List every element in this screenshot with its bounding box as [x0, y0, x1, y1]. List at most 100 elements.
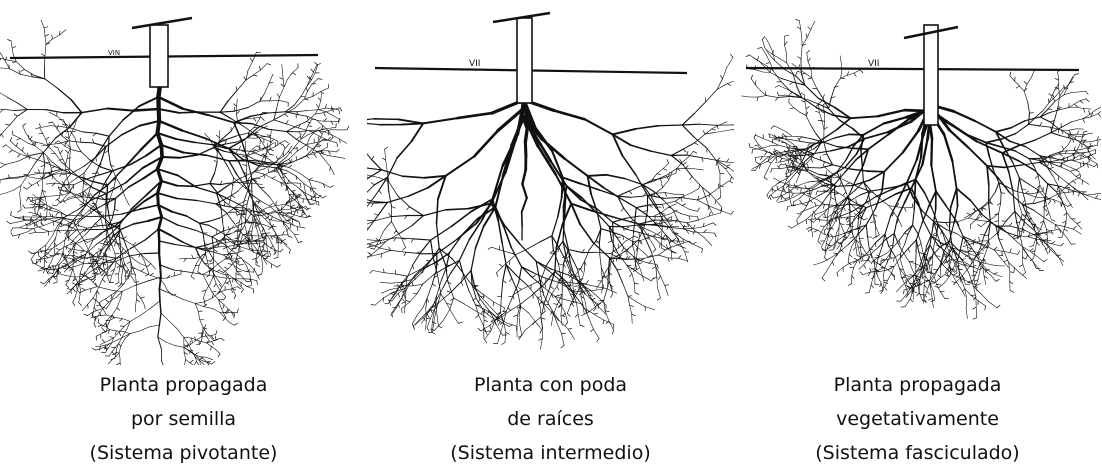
root-segment: [609, 257, 627, 260]
root-segment: [1051, 89, 1056, 97]
root-segment: [317, 135, 320, 141]
root-segment: [1047, 100, 1056, 110]
root-segment: [1082, 118, 1085, 123]
root-segment: [47, 218, 58, 223]
root-segment: [65, 257, 68, 263]
root-segment: [928, 255, 934, 258]
root-segment: [304, 125, 309, 134]
root-segment: [34, 145, 45, 154]
root-segment: [216, 240, 218, 245]
root-segment: [43, 27, 46, 37]
root-segment: [953, 205, 959, 225]
root-segment: [921, 275, 926, 279]
root-segment: [518, 330, 525, 341]
root-segment: [384, 146, 389, 150]
root-segment: [98, 311, 102, 316]
root-segment: [925, 255, 933, 266]
root-segment: [218, 299, 225, 306]
root-segment: [47, 269, 51, 273]
root-segment: [1079, 154, 1085, 158]
root-segment: [39, 127, 44, 134]
root-segment: [1074, 103, 1078, 107]
root-segment: [893, 232, 899, 245]
root-segment: [963, 264, 973, 268]
root-segment: [572, 301, 578, 303]
root-segment: [612, 254, 621, 259]
root-segment: [236, 257, 243, 260]
root-segment: [622, 235, 624, 241]
root-segment: [660, 275, 666, 286]
root-segment: [232, 241, 237, 244]
root-segment: [253, 178, 261, 180]
root-segment: [262, 236, 267, 240]
root-segment: [1003, 259, 1008, 263]
root-segment: [75, 172, 85, 179]
root-segment: [998, 238, 1003, 241]
root-segment: [1009, 248, 1012, 253]
root-segment: [128, 266, 133, 277]
root-segment: [878, 238, 887, 248]
root-segment: [28, 182, 33, 186]
root-segment: [556, 286, 560, 291]
root-segment: [372, 270, 385, 274]
root-segment: [603, 286, 609, 301]
root-segment: [55, 248, 61, 251]
root-segment: [188, 349, 194, 352]
root-segment: [254, 218, 257, 223]
root-segment: [368, 244, 372, 248]
root-segment: [530, 279, 542, 286]
root-segment: [638, 225, 646, 240]
root-segment: [194, 356, 197, 362]
root-segment: [277, 213, 283, 222]
root-segment: [675, 218, 678, 223]
root-segment: [34, 203, 41, 205]
root-segment: [131, 266, 136, 276]
root-segment: [126, 269, 129, 274]
root-segment: [497, 219, 503, 244]
root-segment: [156, 179, 163, 195]
root-segment: [1016, 229, 1019, 238]
root-segment: [641, 227, 648, 235]
root-segment: [397, 292, 401, 298]
root-segment: [720, 208, 723, 214]
root-segment: [111, 164, 131, 172]
root-segment: [184, 359, 187, 365]
root-segment: [207, 361, 212, 365]
root-segment: [88, 192, 91, 198]
root-segment: [371, 253, 382, 257]
root-segment: [425, 298, 428, 310]
root-segment: [282, 79, 285, 87]
root-segment: [273, 256, 279, 259]
root-segment: [217, 241, 229, 245]
root-segment: [386, 170, 390, 183]
root-segment: [551, 216, 559, 237]
root-segment: [692, 230, 696, 235]
root-segment: [985, 268, 994, 275]
root-segment: [662, 234, 666, 239]
root-segment: [409, 293, 418, 303]
root-segment: [4, 60, 10, 69]
root-segment: [497, 321, 501, 326]
root-segment: [276, 164, 290, 168]
root-segment: [243, 76, 247, 81]
root-segment: [616, 269, 624, 284]
root-segment: [634, 124, 660, 130]
root-segment: [552, 304, 558, 316]
root-segment: [1061, 129, 1064, 135]
root-segment: [298, 241, 303, 243]
root-segment: [29, 199, 36, 202]
root-segment: [523, 140, 528, 158]
root-segment: [67, 236, 74, 242]
root-segment: [496, 106, 526, 133]
root-segment: [157, 108, 180, 114]
root-segment: [532, 294, 534, 299]
root-segment: [103, 309, 107, 316]
root-segment: [573, 291, 578, 295]
root-segment: [239, 182, 246, 189]
root-segment: [923, 244, 931, 256]
root-segment: [159, 264, 175, 271]
ground-label: VII: [469, 59, 480, 69]
root-segment: [915, 263, 923, 267]
root-segment: [202, 274, 214, 277]
root-segment: [702, 130, 706, 135]
